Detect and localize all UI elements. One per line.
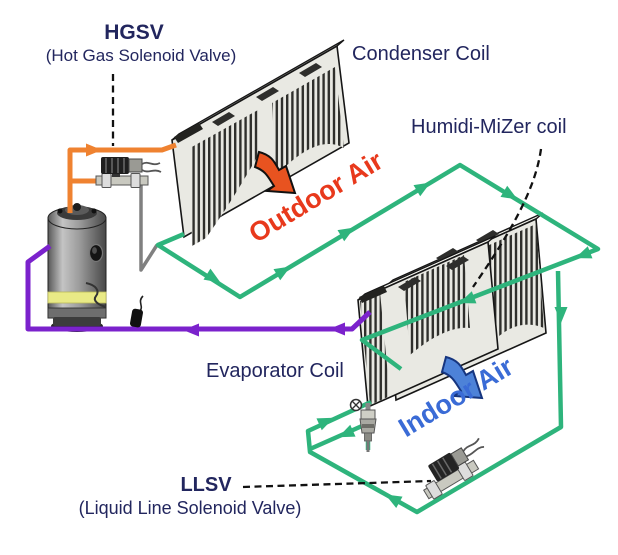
hgsv-label: HGSV <box>104 21 164 44</box>
evaporator-fins-mid <box>404 255 470 355</box>
hgsv-valve <box>95 157 162 188</box>
tank-capillary-tube <box>85 282 107 308</box>
sensing-bulb <box>129 295 144 328</box>
indoor-air-arrow-icon <box>440 355 484 400</box>
llsv-pointer-line <box>242 479 432 489</box>
hgsv-wires <box>141 161 161 166</box>
humidi-mizer-coil-label: Humidi-MiZer coil <box>411 116 567 138</box>
evaporator-coil-label: Evaporator Coil <box>206 360 344 382</box>
condenser-coil-label: Condenser Coil <box>352 43 490 65</box>
txv-outlet-pipe <box>309 423 363 452</box>
sight-glass-icon <box>349 398 363 412</box>
expansion-valve <box>359 403 377 452</box>
reheat-loop-pipe <box>155 162 601 371</box>
tank-yellow-band <box>47 291 107 304</box>
suction-pipe <box>25 243 372 332</box>
llsv-full-label: (Liquid Line Solenoid Valve) <box>78 498 302 518</box>
evaporator-coil <box>357 235 499 409</box>
hgsv-full-label: (Hot Gas Solenoid Valve) <box>45 46 237 65</box>
condenser-fins-left <box>190 110 260 246</box>
humidi-mizer-pointer-line <box>472 148 543 288</box>
liquid-line-pipe <box>305 270 564 515</box>
llsv-label: LLSV <box>180 474 232 496</box>
bypass-connector-pipe <box>128 179 159 272</box>
outdoor-air-arrow-icon <box>253 150 297 195</box>
condenser-coil <box>171 39 350 246</box>
llsv-valve <box>423 437 485 500</box>
llsv-wires <box>462 437 480 452</box>
condenser-fins-right <box>272 67 344 176</box>
accumulator-tank <box>47 203 107 332</box>
